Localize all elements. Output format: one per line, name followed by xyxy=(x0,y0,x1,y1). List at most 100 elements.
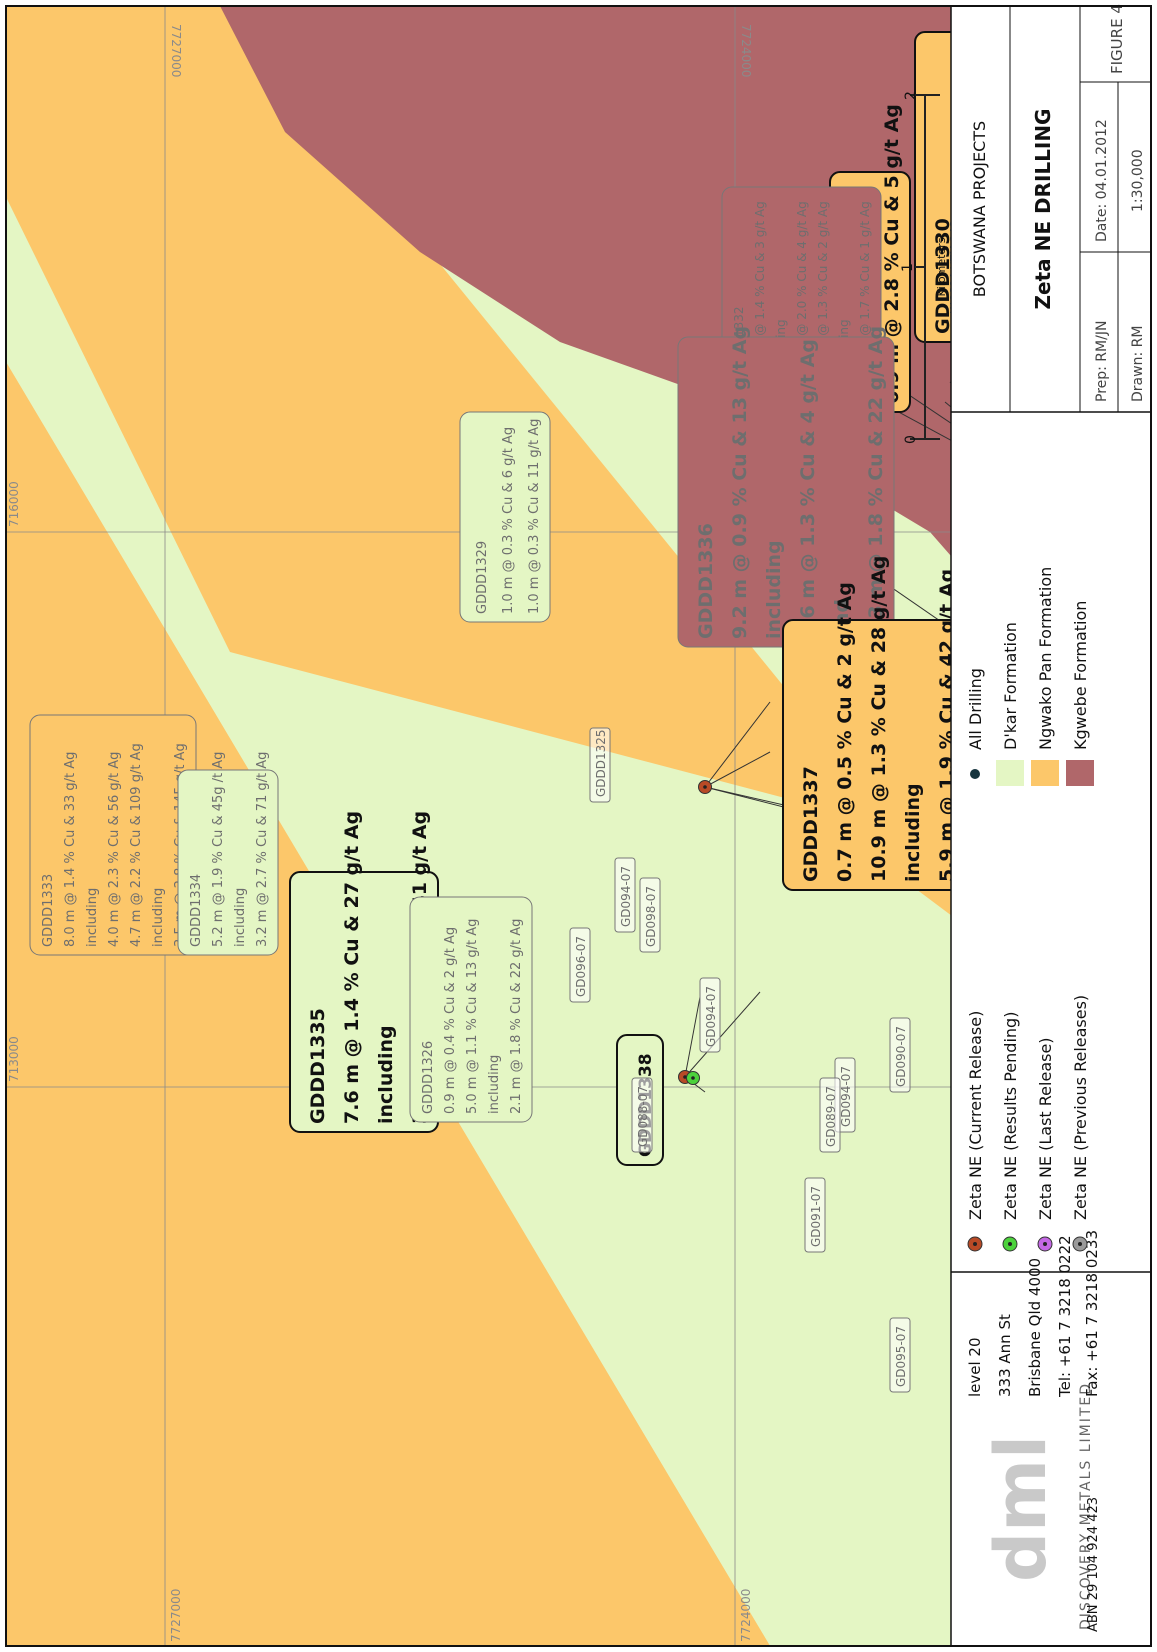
callout-line: 3.2 m @ 2.7 % Cu & 71 g/t Ag xyxy=(255,752,270,947)
legend-label: Zeta NE (Previous Releases) xyxy=(1071,995,1090,1220)
legend-item-current: Zeta NE (Current Release) xyxy=(966,1011,985,1252)
scale-tick-1: 1 xyxy=(900,263,916,272)
hole-label-text: GD089-07 xyxy=(824,1086,838,1147)
callout-title: GDDD1337 xyxy=(800,766,822,882)
legend-label: Ngwako Pan Formation xyxy=(1036,567,1055,750)
scale-tick-0: 0 xyxy=(903,435,919,444)
hole-label-text: GD095-07 xyxy=(894,1326,908,1387)
address-line-3: Brisbane Qld 4000 xyxy=(1026,1258,1044,1397)
hole-label-text: GD094-07 xyxy=(704,986,718,1047)
zeta-ne-current-hole xyxy=(698,780,712,794)
easting-label-713000: 713000 xyxy=(7,1036,21,1082)
callout-line: 0.6 m @ 1.3 % Cu & 4 g/t Ag xyxy=(797,339,819,639)
callout-title: GDDD1330 xyxy=(932,218,954,334)
address-line-1: level 20 xyxy=(966,1337,984,1397)
callout-line: 5.2 m @ 1.9 % Cu & 45g /t Ag xyxy=(211,752,226,947)
legend-item-dkar: D'kar Formation xyxy=(996,622,1024,786)
figure-date: Date: 04.01.2012 xyxy=(1094,119,1110,242)
hole-label-text: GD088-07 xyxy=(636,1086,650,1147)
callout-line: 4.6 m @ 2.0 % Cu & 4 g/t Ag xyxy=(795,201,809,374)
easting-label-716000: 716000 xyxy=(7,481,21,527)
hole-label: GD091-07 xyxy=(804,1177,826,1253)
hole-label-text: GD094-07 xyxy=(619,866,633,927)
legend-label: Zeta NE (Current Release) xyxy=(966,1011,985,1220)
company-name: DISCOVERY METALS LIMITED xyxy=(1078,1382,1094,1630)
callout-title: GDDD1333 xyxy=(41,874,56,947)
legend-item-previous: Zeta NE (Previous Releases) xyxy=(1071,995,1090,1252)
callout-line: 3.3 m @ 1.8 % Cu & 22 g/t Ag xyxy=(865,326,887,639)
callout-title: GDDD1334 xyxy=(189,874,204,947)
figure-title: Zeta NE DRILLING xyxy=(1031,109,1055,310)
callout-title: GDDD1336 xyxy=(695,523,717,639)
project-name: BOTSWANA PROJECTS xyxy=(970,121,989,297)
northing-label-7727000: 7727000 xyxy=(169,24,183,77)
callout-line: including xyxy=(233,888,248,947)
callout-line: 4.0 m @ 2.3 % Cu & 56 g/t Ag xyxy=(107,752,122,947)
legend-item-pending: Zeta NE (Results Pending) xyxy=(1001,1012,1020,1252)
callout-line: 2.1 m @ 1.8 % Cu & 22 g/t Ag xyxy=(509,919,524,1114)
callout-line: 10.9 m @ 1.3 % Cu & 28 g/t Ag xyxy=(868,556,890,882)
callout-title: GDDD1326 xyxy=(421,1041,436,1114)
map-frame xyxy=(5,5,1152,1647)
callout-line: including xyxy=(487,1055,502,1114)
legend-item-ngwako: Ngwako Pan Formation xyxy=(1031,567,1059,786)
hole-label-text: GD096-07 xyxy=(574,936,588,997)
hole-label: GD090-07 xyxy=(889,1017,911,1093)
scale-tick-2: 2 xyxy=(903,91,919,100)
legend-label: Zeta NE (Results Pending) xyxy=(1001,1012,1020,1220)
northing-label-7724000-bottom: 7724000 xyxy=(739,1589,753,1642)
hole-label: GD094-07 xyxy=(614,857,636,933)
drawn-by: Drawn: RM xyxy=(1130,326,1146,402)
hole-label-text: GDDD1325 xyxy=(594,729,608,797)
bottom-panel: dml DISCOVERY METALS LIMITED level 20 33… xyxy=(950,4,1152,1647)
callout-line: 0.7 m @ 0.5 % Cu & 2 g/t Ag xyxy=(834,582,856,882)
legend-label: D'kar Formation xyxy=(1001,622,1020,750)
hole-label: GD094-07 xyxy=(699,977,721,1053)
legend-label: All Drilling xyxy=(966,668,985,750)
callout-line: 6.9 m @ 2.8 % Cu & 5 g/t Ag xyxy=(881,104,903,404)
legend-item-kgwebe: Kgwebe Formation xyxy=(1066,601,1094,786)
legend-item-last: Zeta NE (Last Release) xyxy=(1036,1037,1055,1252)
callout-title: GDDD1335 xyxy=(307,1008,329,1124)
address-line-2: 333 Ann St xyxy=(996,1314,1014,1397)
prep-by: Prep: RM/JN xyxy=(1094,321,1110,402)
hole-label: GD095-07 xyxy=(889,1317,911,1393)
callout-line: 5.0 m @ 1.3 % Cu & 2 g/t Ag xyxy=(816,201,830,374)
hole-label: GD096-07 xyxy=(569,927,591,1003)
callout-line: 7.6 m @ 1.4 % Cu & 27 g/t Ag xyxy=(341,811,363,1124)
callout-gddd1326: GDDD1326 0.9 m @ 0.4 % Cu & 2 g/t Ag 5.0 m… xyxy=(409,896,533,1123)
northing-label-7724000: 7724000 xyxy=(739,24,753,77)
callout-title: GDDD1329 xyxy=(475,541,490,614)
company-abn: ABN 29 104 924 423 xyxy=(1086,1497,1101,1632)
legend: Zeta NE (Current Release) Zeta NE (Result… xyxy=(966,567,1094,1252)
callout-line: including xyxy=(763,540,785,639)
legend-item-all: All Drilling xyxy=(966,668,985,779)
legend-label: Zeta NE (Last Release) xyxy=(1036,1037,1055,1220)
figure-number: FIGURE 4 xyxy=(1108,4,1126,74)
hole-label: GD088-07 xyxy=(631,1077,653,1153)
hole-label-text: GD094-07 xyxy=(839,1066,853,1127)
callout-gddd1334: GDDD1334 5.2 m @ 1.9 % Cu & 45g /t Ag incl… xyxy=(177,752,279,956)
callout-line: including xyxy=(151,888,166,947)
callout-gddd1336: GDDD1336 9.2 m @ 0.9 % Cu & 13 g/t Ag incl… xyxy=(677,326,895,648)
company-logo: dml xyxy=(980,1435,1062,1582)
map-scale: 1:30,000 xyxy=(1130,149,1146,212)
company-fax: Fax: +61 7 3218 0233 xyxy=(1083,1230,1101,1397)
hole-label: GDDD1325 xyxy=(589,727,611,803)
hole-label: GD098-07 xyxy=(639,877,661,953)
hole-label-text: GD098-07 xyxy=(644,886,658,947)
northing-label-7727000-bottom: 7727000 xyxy=(169,1589,183,1642)
hole-label-text: GD090-07 xyxy=(894,1026,908,1087)
callout-line: 1.0 m @ 0.3 % Cu & 6 g/t Ag xyxy=(501,427,516,614)
callout-line: 5.0 m @ 1.1 % Cu & 13 g/t Ag xyxy=(465,919,480,1114)
scale-unit: Kilometers xyxy=(935,237,948,296)
callout-line: 9.2 m @ 0.9 % Cu & 13 g/t Ag xyxy=(729,326,751,639)
callout-line: including xyxy=(85,888,100,947)
legend-label: Kgwebe Formation xyxy=(1071,601,1090,750)
callout-line: 0.9 m @ 0.4 % Cu & 2 g/t Ag xyxy=(443,927,458,1114)
hole-label: GD089-07 xyxy=(819,1077,841,1153)
zeta-ne-pending-hole xyxy=(686,1071,700,1085)
